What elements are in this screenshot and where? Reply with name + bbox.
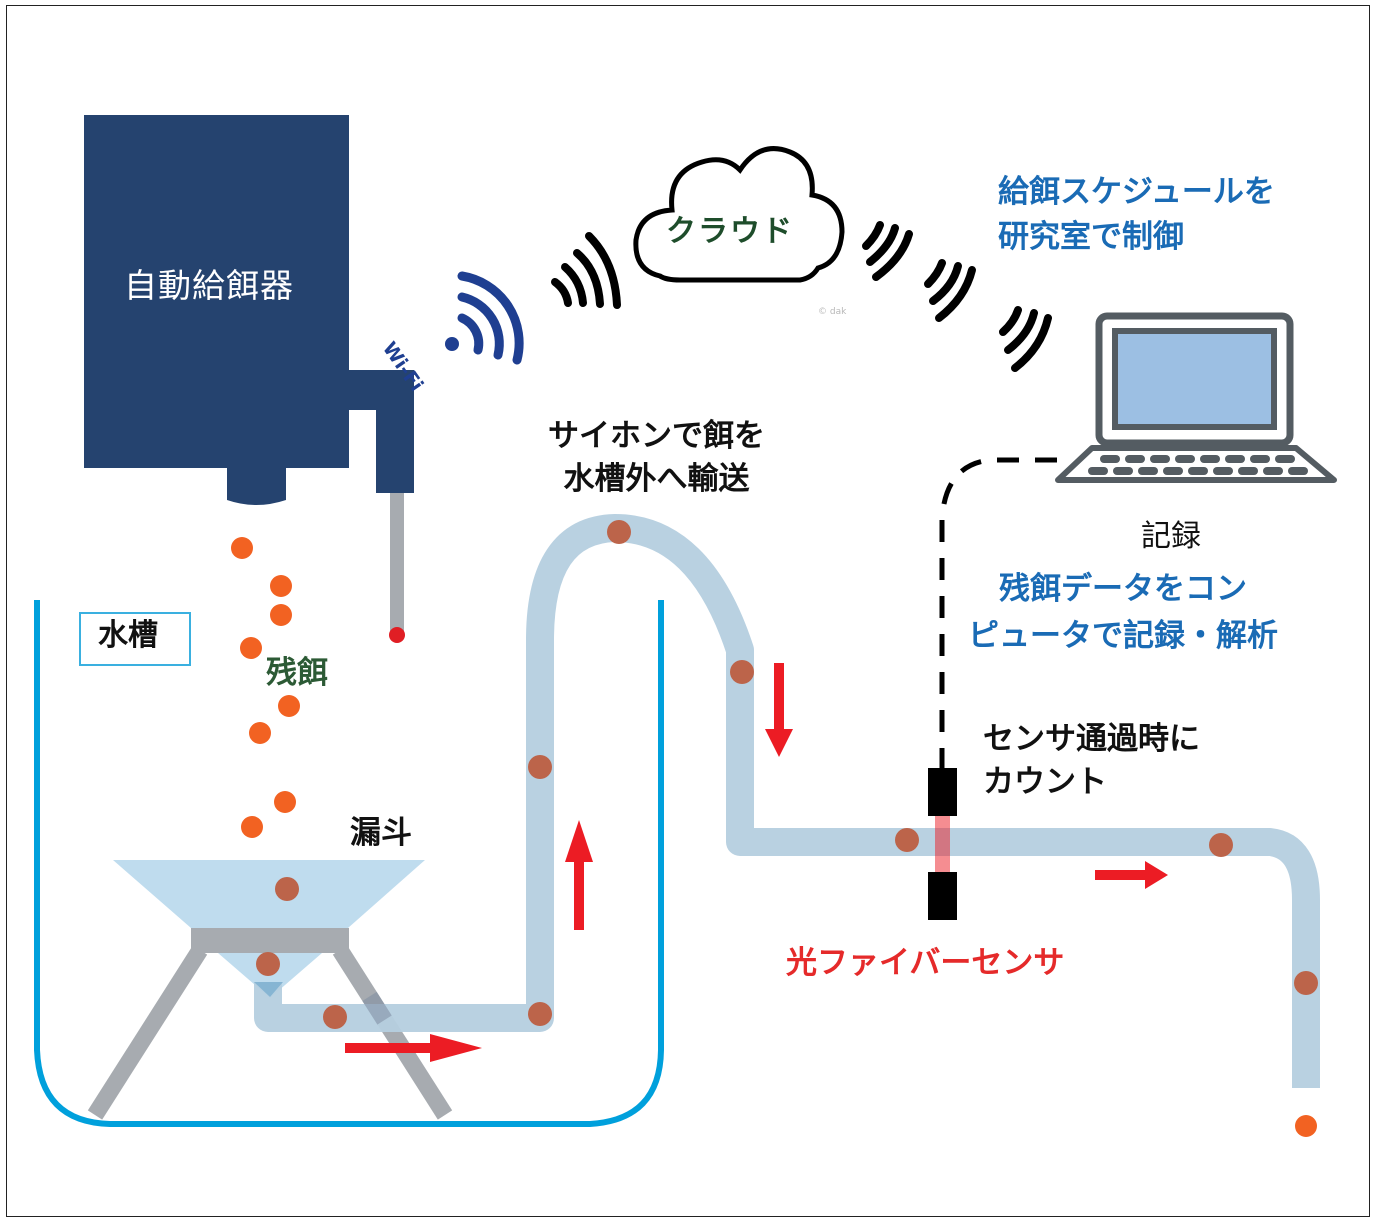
schedule-line-2: 研究室で制御: [998, 218, 1184, 255]
laptop-icon: [1055, 312, 1337, 483]
tank-label: 水槽: [98, 618, 158, 653]
siphon-label: サイホンで餌を 水槽外へ輸送: [548, 415, 765, 501]
arrow-icon: [1095, 861, 1168, 889]
record-desc-line-1: 残餌データをコン: [999, 571, 1247, 607]
fiber-sensor-label: 光ファイバーセンサ: [786, 945, 1065, 981]
schedule-line-1: 給餌スケジュールを: [998, 174, 1275, 210]
record-description: 残餌データをコン ピュータで記録・解析: [968, 566, 1278, 659]
auto-feeder: [84, 115, 414, 643]
figure-frame: [6, 5, 1370, 1217]
cloud-label: クラウド: [666, 214, 794, 249]
water-tank: [34, 600, 664, 1127]
arrow-icon: [765, 663, 793, 757]
count-line-1: センサ通過時に: [983, 721, 1200, 757]
funnel-label: 漏斗: [350, 815, 412, 851]
fiber-optic-sensor: [928, 768, 957, 920]
funnel-stand: [87, 945, 453, 1120]
feeder-nozzle: [390, 493, 404, 633]
count-line-2: カウント: [983, 764, 1107, 801]
tube-pellets: [256, 520, 1318, 1029]
cloud-icon: [633, 146, 845, 283]
wifi-icon: [445, 271, 524, 365]
record-label: 記録: [1141, 519, 1201, 554]
count-label: センサ通過時に カウント: [983, 718, 1200, 805]
flow-arrows: [345, 663, 1168, 1062]
funnel-ring: [191, 928, 349, 953]
signal-waves-icon: [862, 221, 1052, 372]
tank-label-box: [79, 612, 191, 666]
schedule-control-label: 給餌スケジュールを 研究室で制御: [998, 170, 1275, 260]
copyright-text: © dak: [818, 307, 847, 317]
leftover-feed-label: 残餌: [266, 655, 328, 691]
falling-pellets: [231, 537, 1317, 1137]
siphon-line-1: サイホンで餌を: [548, 418, 765, 454]
siphon-tube: [254, 514, 1320, 1088]
nozzle-drop: [389, 627, 405, 643]
record-desc-line-2: ピュータで記録・解析: [968, 617, 1278, 654]
siphon-line-2: 水槽外へ輸送: [563, 460, 750, 497]
funnel: [113, 860, 425, 928]
arrow-icon: [345, 1034, 482, 1062]
feeder-label: 自動給餌器: [124, 266, 294, 305]
arrow-icon: [565, 820, 593, 930]
signal-waves-icon: [551, 232, 621, 309]
